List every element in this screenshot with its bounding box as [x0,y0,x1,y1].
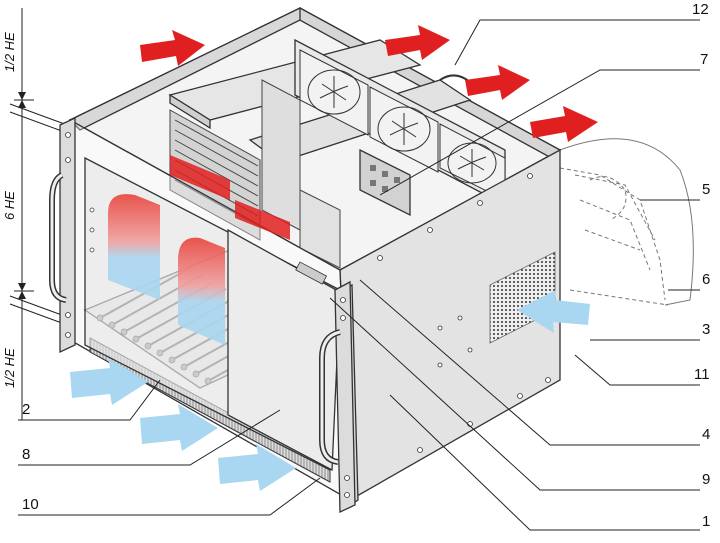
height-scale: 1/2 HE 6 HE 1/2 HE [2,8,71,420]
dim-middle-label: 6 HE [2,191,17,220]
callout-11: 11 [694,366,710,383]
left-flange [49,116,76,354]
airflow-ducts [108,155,290,345]
callout-3: 3 [702,321,710,338]
cool-air-arrows [70,290,590,491]
power-supply-ghost [559,138,694,306]
hot-arrow-4 [530,106,598,142]
cool-arrow-1 [70,358,148,405]
connector-board [359,148,411,217]
callout-12: 12 [692,1,709,18]
callout-2: 2 [22,401,30,418]
dim-bottom-label: 1/2 HE [2,348,17,388]
cool-arrow-2 [140,404,218,451]
callout-5: 5 [702,181,710,198]
right-flange [319,280,356,514]
callout-1: 1 [702,513,710,530]
hot-air-arrows [140,25,598,142]
callout-leaders [18,19,700,531]
cool-arrow-3 [218,444,296,491]
callout-10: 10 [22,496,39,513]
hot-arrow-3 [465,65,530,100]
hot-arrow-1 [140,30,205,66]
callout-7: 7 [700,51,708,68]
callout-9: 9 [702,471,710,488]
callout-4: 4 [702,426,710,443]
fan-tray [294,38,506,207]
dim-top-label: 1/2 HE [2,32,17,72]
callout-6: 6 [702,271,710,288]
hot-arrow-2 [385,25,450,60]
callout-8: 8 [22,446,30,463]
callout-numbers: 12 7 5 6 3 11 4 9 1 2 8 10 [22,1,710,530]
cool-arrow-4 [517,290,590,333]
